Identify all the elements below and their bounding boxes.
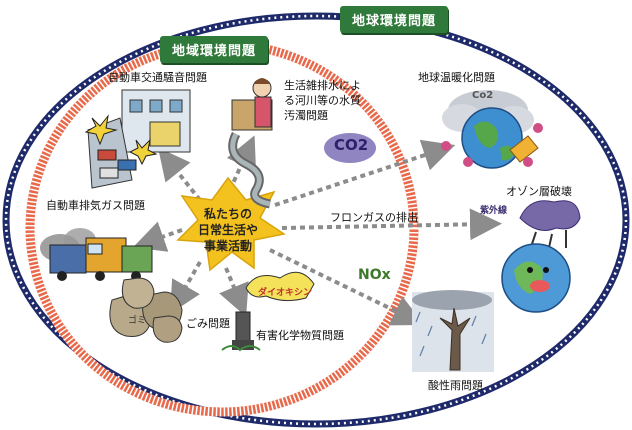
label-exhaust: 自動車排気ガス問題	[46, 199, 145, 212]
co2-small-text: Co2	[472, 90, 494, 101]
label-warming: 地球温暖化問題	[418, 71, 495, 84]
arrow-to-ozone	[281, 208, 502, 241]
exhaust-illustration	[40, 228, 153, 281]
label-garbage: ごみ問題	[186, 317, 230, 330]
arrow-to-exhaust	[132, 221, 183, 252]
label-ozone: オゾン層破壊	[506, 185, 572, 198]
arrow-to-garbage	[169, 260, 202, 314]
center-line-3: 事業活動	[203, 239, 252, 253]
warming-illustration	[441, 90, 543, 169]
co2-bubble	[324, 133, 376, 163]
label-freon: フロンガスの排出	[330, 211, 418, 224]
chemicals-illustration	[221, 271, 315, 352]
arrow-to-water-pollution	[226, 135, 257, 191]
uv-text: 紫外線	[480, 206, 508, 216]
label-water-pollution: 生活雑排水による河川等の水質汚濁問題	[284, 79, 361, 122]
water-pollution-illustration	[228, 78, 273, 209]
dioxin-text: ダイオキシン	[258, 288, 313, 298]
ozone-illustration	[501, 200, 581, 313]
label-traffic-noise: 自動車交通騒音問題	[108, 71, 207, 84]
label-acid-rain: 酸性雨問題	[428, 379, 483, 392]
arrow-to-warming	[274, 139, 456, 207]
traffic-noise-illustration	[84, 89, 191, 189]
gomi-text: ゴミ	[128, 316, 147, 326]
label-chemicals: 有害化学物質問題	[256, 329, 344, 342]
center-line-1: 私たちの	[203, 207, 252, 221]
arrow-to-traffic-noise	[158, 147, 202, 202]
acid-rain-illustration	[412, 290, 494, 372]
center-text: 私たちの 日常生活や 事業活動	[186, 206, 270, 254]
center-line-2: 日常生活や	[197, 223, 258, 237]
arrow-to-acid-rain	[269, 248, 425, 326]
co2-text: CO2	[334, 136, 369, 154]
global-environment-tag: 地球環境問題	[340, 6, 449, 33]
regional-environment-tag: 地域環境問題	[160, 36, 269, 63]
nox-text: NOx	[358, 267, 391, 283]
arrow-to-chemicals	[219, 267, 249, 317]
garbage-illustration	[109, 277, 183, 343]
